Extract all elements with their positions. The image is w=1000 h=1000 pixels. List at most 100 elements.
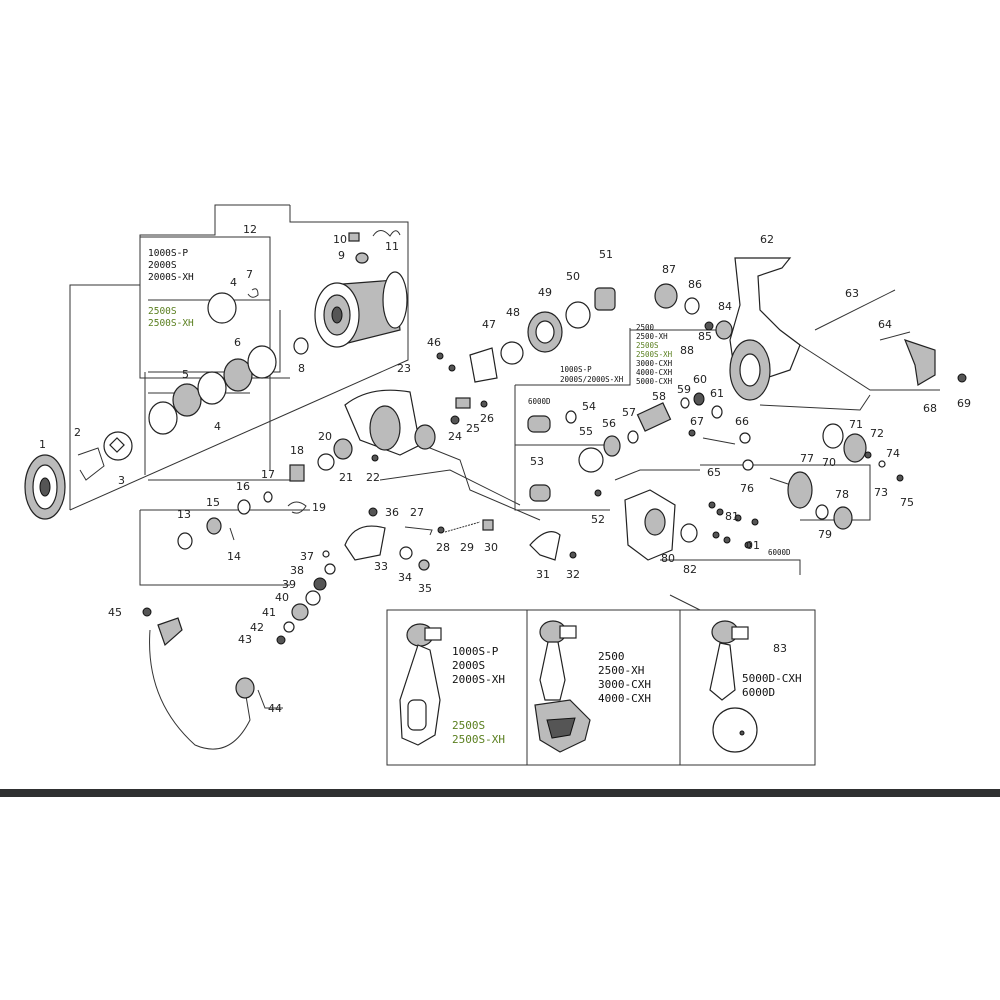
part-label: 23 [397, 362, 411, 375]
handle1-model-1: 1000S-P [452, 645, 499, 658]
handle2-model-1: 2500 [598, 650, 625, 663]
part-label: 88 [680, 344, 694, 357]
washer-icon [237, 499, 251, 515]
reel-body-icon [729, 257, 801, 401]
part-label: 1 [39, 438, 46, 451]
part-label: 54 [582, 400, 596, 413]
washer-icon [317, 453, 335, 471]
part-label: 63 [845, 287, 859, 300]
part-label: 8 [298, 362, 305, 375]
cap-icon [482, 519, 494, 531]
part-label: 62 [760, 233, 774, 246]
part-label: 26 [480, 412, 494, 425]
part-label: 01 [746, 539, 760, 552]
part-label: 72 [870, 427, 884, 440]
part-label: 74 [886, 447, 900, 460]
handle-type-1-icon [399, 623, 442, 746]
part-label: 73 [874, 486, 888, 499]
shaft-model-3: 2500S [636, 341, 659, 350]
part-label: 15 [206, 496, 220, 509]
washer-icon [263, 491, 273, 503]
part-label: 31 [536, 568, 550, 581]
handle-type-2-icon [534, 620, 591, 753]
screw-icon [896, 474, 904, 482]
part-label: 21 [339, 471, 353, 484]
screw-icon [864, 451, 872, 459]
washer-icon [399, 546, 413, 560]
washer-icon [305, 590, 321, 606]
part-label: 46 [427, 336, 441, 349]
part-label: 22 [366, 471, 380, 484]
shaft-model-6: 4000-CXH [636, 368, 673, 377]
spool-icon [314, 271, 408, 348]
part-label: 28 [436, 541, 450, 554]
drive-gear-icon [769, 471, 813, 509]
drive-gear-icon [843, 433, 867, 463]
side-plate-icon [624, 489, 676, 561]
part-label: 52 [591, 513, 605, 526]
part-label: 69 [957, 397, 971, 410]
part-label: 7 [246, 268, 253, 281]
nut-icon [206, 517, 222, 535]
o-ring-icon [684, 297, 700, 315]
part-label: 55 [579, 425, 593, 438]
part-label: 78 [835, 488, 849, 501]
part-label: 56 [602, 417, 616, 430]
washer-icon [680, 397, 690, 409]
part-label: 9 [338, 249, 345, 262]
handle2-model-2: 2500-XH [598, 664, 644, 677]
bearing-icon [291, 603, 309, 621]
washer-icon [283, 621, 295, 633]
part-label: 82 [683, 563, 697, 576]
part-label: 60 [693, 373, 707, 386]
spring-icon [444, 521, 481, 533]
clip-icon [247, 288, 259, 298]
drag-knob-icon [24, 454, 66, 520]
handle-panels: 1000S-P 2000S 2000S-XH 2500S 2500S-XH 25… [386, 609, 816, 766]
part-label: 87 [662, 263, 676, 276]
part-label: 71 [849, 418, 863, 431]
shaft-model-4: 2500S-XH [636, 350, 673, 359]
part-label: 84 [718, 300, 732, 313]
screw-icon [688, 429, 696, 437]
screw-icon [348, 232, 360, 242]
part-label: 13 [177, 508, 191, 521]
part-label: 39 [282, 578, 296, 591]
part-label: 51 [599, 248, 613, 261]
shaft-model-1: 2500 [636, 323, 655, 332]
part-label: 57 [622, 406, 636, 419]
part-label: 76 [740, 482, 754, 495]
part-label: 43 [238, 633, 252, 646]
washer-icon [822, 423, 844, 449]
screw-icon [368, 507, 378, 517]
part-label: 16 [236, 480, 250, 493]
part-label: 77 [800, 452, 814, 465]
spring-icon [372, 230, 401, 237]
washer-icon [704, 321, 714, 331]
bail-arm-icon [455, 397, 471, 409]
nut-icon [654, 283, 678, 309]
part-label: 66 [735, 415, 749, 428]
pinion-gear-icon [636, 402, 672, 432]
clip-icon [739, 432, 751, 444]
clip-icon [287, 501, 307, 514]
handle2-model-4: 4000-CXH [598, 692, 651, 705]
handle2-model-3: 3000-CXH [598, 678, 651, 691]
part-label: 48 [506, 306, 520, 319]
gear-model-list: 1000S-P 2000S/2000S-XH 6000D [528, 365, 624, 406]
part-label: 3 [118, 474, 125, 487]
clutch-icon [289, 464, 305, 482]
part-label: 18 [290, 444, 304, 457]
part-label: 81 [725, 510, 739, 523]
part-label: 37 [300, 550, 314, 563]
washer-icon [627, 430, 639, 444]
drag-washer-icon [223, 358, 253, 392]
shaft-model-5: 3000-CXH [636, 359, 673, 368]
screw-icon [437, 526, 445, 534]
nut-icon [594, 287, 616, 311]
group-frames [69, 204, 940, 709]
shaft-model-list: 2500 2500-XH 2500S 2500S-XH 3000-CXH 400… [636, 323, 673, 386]
washer-icon [711, 405, 723, 419]
part-label: 64 [878, 318, 892, 331]
